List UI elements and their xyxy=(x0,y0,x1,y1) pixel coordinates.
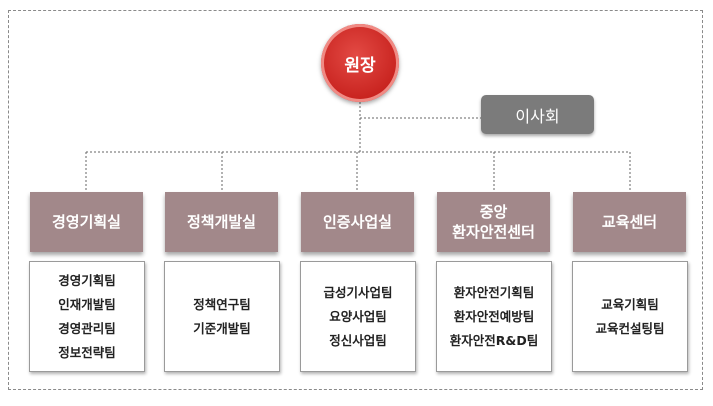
department-name: 경영기획실 xyxy=(51,213,121,231)
department-name: 인증사업실 xyxy=(322,213,392,231)
team-item: 경영기획팀 xyxy=(58,272,116,288)
team-item: 환자안전R&D팀 xyxy=(449,332,539,348)
team-item: 정신사업팀 xyxy=(329,332,387,348)
team-item: 교육컨설팅팀 xyxy=(595,320,665,336)
team-item: 교육기획팀 xyxy=(601,296,659,312)
chart-frame xyxy=(8,10,703,390)
department-box-3: 인증사업실 xyxy=(301,192,414,252)
team-item: 요양사업팀 xyxy=(329,308,387,324)
director-node: 원장 xyxy=(321,24,399,102)
department-name: 중앙 xyxy=(479,203,508,221)
department-name: 정책개발실 xyxy=(186,213,256,231)
team-item: 기준개발팀 xyxy=(193,320,251,336)
department-box-1: 경영기획실 xyxy=(30,192,143,252)
team-item: 환자안전예방팀 xyxy=(453,308,535,324)
team-item: 인재개발팀 xyxy=(58,296,116,312)
team-item: 정책연구팀 xyxy=(193,296,251,312)
department-name: 교육센터 xyxy=(601,213,658,231)
department-name: 환자안전센터 xyxy=(452,223,535,241)
department-box-2: 정책개발실 xyxy=(165,192,278,252)
team-item: 급성기사업팀 xyxy=(323,284,393,300)
board-node: 이사회 xyxy=(481,95,594,134)
department-box-5: 교육센터 xyxy=(573,192,686,252)
team-item: 정보전략팀 xyxy=(58,344,116,360)
team-item: 경영관리팀 xyxy=(58,320,116,336)
team-item: 환자안전기획팀 xyxy=(453,284,535,300)
